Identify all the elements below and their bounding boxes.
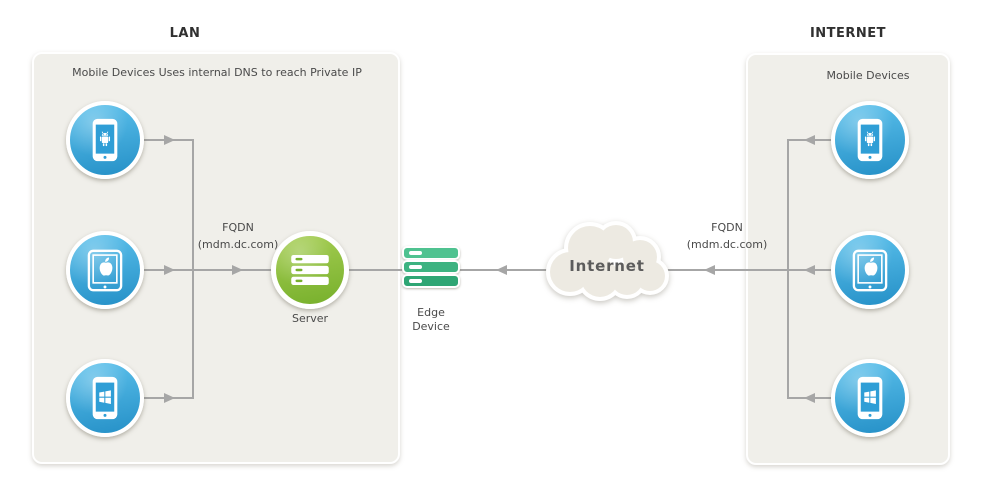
connector-line [346, 269, 404, 271]
lan-device-android [66, 101, 144, 179]
fqdn-label-internet: FQDN (mdm.dc.com) [687, 219, 768, 253]
arrow-right-icon [164, 265, 175, 275]
server-stack-icon [291, 255, 329, 285]
internet-device-apple [831, 231, 909, 309]
connector-trunk [192, 139, 194, 399]
edge-bar-icon [402, 274, 460, 288]
server-node [271, 231, 349, 309]
edge-device-label: Edge Device [412, 306, 450, 334]
internet-caption: Mobile Devices [826, 69, 910, 82]
lan-device-apple [66, 231, 144, 309]
arrow-left-icon [804, 135, 815, 145]
windows-phone-icon [855, 376, 885, 420]
bar-dash [409, 265, 422, 269]
edge-bar-icon [402, 260, 460, 274]
arrow-right-icon [164, 135, 175, 145]
windows-phone-icon [90, 376, 120, 420]
fqdn-line2: (mdm.dc.com) [197, 238, 279, 251]
edge-bar-icon [402, 246, 460, 260]
internet-cloud-icon [546, 221, 669, 301]
connector-line [144, 269, 273, 271]
internet-zone-title: INTERNET [809, 26, 887, 41]
fqdn-label-lan: FQDN (mdm.dc.com) [198, 219, 279, 253]
arrow-right-icon [232, 265, 243, 275]
internet-cloud-label: Internet [569, 257, 645, 275]
arrow-left-icon [804, 265, 815, 275]
edge-label-line1: Edge [417, 306, 445, 319]
connector-line [662, 269, 834, 271]
server-label: Server [291, 312, 329, 325]
bar-dash [409, 251, 422, 255]
android-phone-icon [855, 118, 885, 162]
arrow-right-icon [164, 393, 175, 403]
lan-zone-title: LAN [169, 26, 201, 41]
fqdn-line1: FQDN [222, 221, 254, 234]
android-phone-icon [90, 118, 120, 162]
bar-dash [409, 279, 422, 283]
arrow-left-icon [496, 265, 507, 275]
fqdn-line2: (mdm.dc.com) [686, 238, 768, 251]
apple-tablet-icon [87, 249, 123, 292]
fqdn-line1: FQDN [711, 221, 743, 234]
edge-device-node [402, 246, 460, 288]
lan-device-windows [66, 359, 144, 437]
internet-device-windows [831, 359, 909, 437]
lan-caption: Mobile Devices Uses internal DNS to reac… [72, 66, 362, 79]
arrow-left-icon [704, 265, 715, 275]
arrow-left-icon [804, 393, 815, 403]
apple-tablet-icon [852, 249, 888, 292]
internet-device-android [831, 101, 909, 179]
edge-label-line2: Device [412, 320, 450, 333]
connector-trunk [787, 139, 789, 399]
